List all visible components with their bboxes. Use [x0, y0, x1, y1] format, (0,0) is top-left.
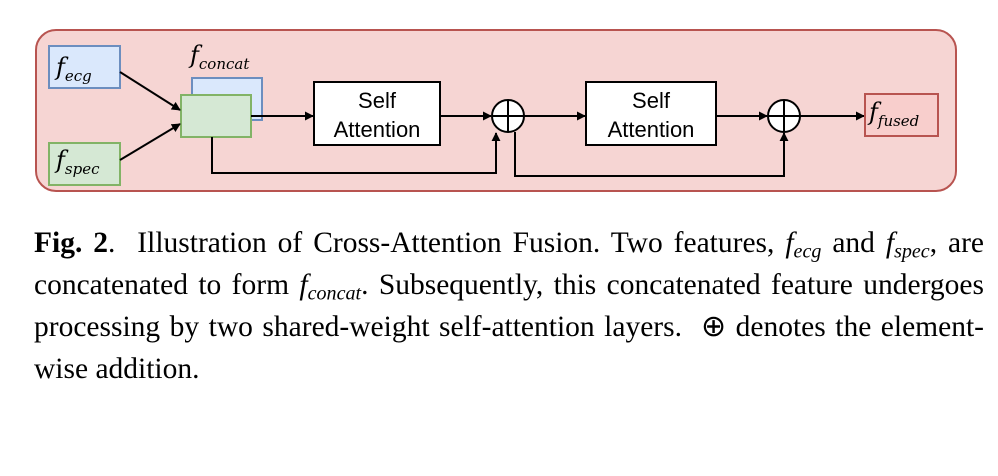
residual-arrow-2	[514, 132, 789, 177]
self-attention-2-line2: Attention	[608, 117, 695, 142]
f-spec-box	[48, 142, 121, 186]
figure-caption: Fig. 2. Illustration of Cross-Attention …	[34, 222, 984, 390]
oplus-icon: ⊕	[701, 309, 727, 344]
circle-plus-icon	[767, 99, 801, 133]
arrow-ecg-to-concat	[119, 71, 181, 111]
f-ecg-subscript: ecg	[793, 240, 822, 263]
caption-text-1: Illustration of Cross-Attention Fusion. …	[137, 227, 786, 259]
self-attention-box-1	[313, 81, 441, 146]
figure-label: Fig. 2	[34, 227, 109, 259]
self-attention-box-2	[585, 81, 717, 146]
caption-text-5: denotes the element-wise addition.	[34, 311, 984, 385]
f-concat-subscript: concat	[307, 282, 362, 305]
caption-text-3: , are concatenated to form	[34, 227, 985, 301]
self-attention-1-line2: Attention	[334, 117, 421, 142]
f-concat-symbol: f	[299, 269, 308, 301]
f-ecg-box	[48, 45, 121, 89]
caption-text-4: . Subsequently, this concatenated featur…	[34, 269, 984, 343]
f-spec-subscript: spec	[894, 240, 930, 263]
arrow-spec-to-concat	[119, 123, 181, 161]
self-attention-1-line1: Self	[358, 88, 397, 113]
cross-attention-fusion-diagram: fecg fspec fconcat Self Attention Self A…	[35, 29, 957, 192]
circle-plus-icon	[491, 99, 525, 133]
f-spec-symbol: f	[885, 227, 895, 259]
caption-period: .	[108, 227, 116, 259]
f-ecg-symbol: f	[785, 227, 794, 259]
residual-arrow-1	[211, 132, 501, 174]
f-fused-box	[864, 93, 939, 137]
concat-front-box	[180, 94, 252, 138]
self-attention-2-line1: Self	[632, 88, 671, 113]
caption-text-2: and	[821, 227, 886, 259]
